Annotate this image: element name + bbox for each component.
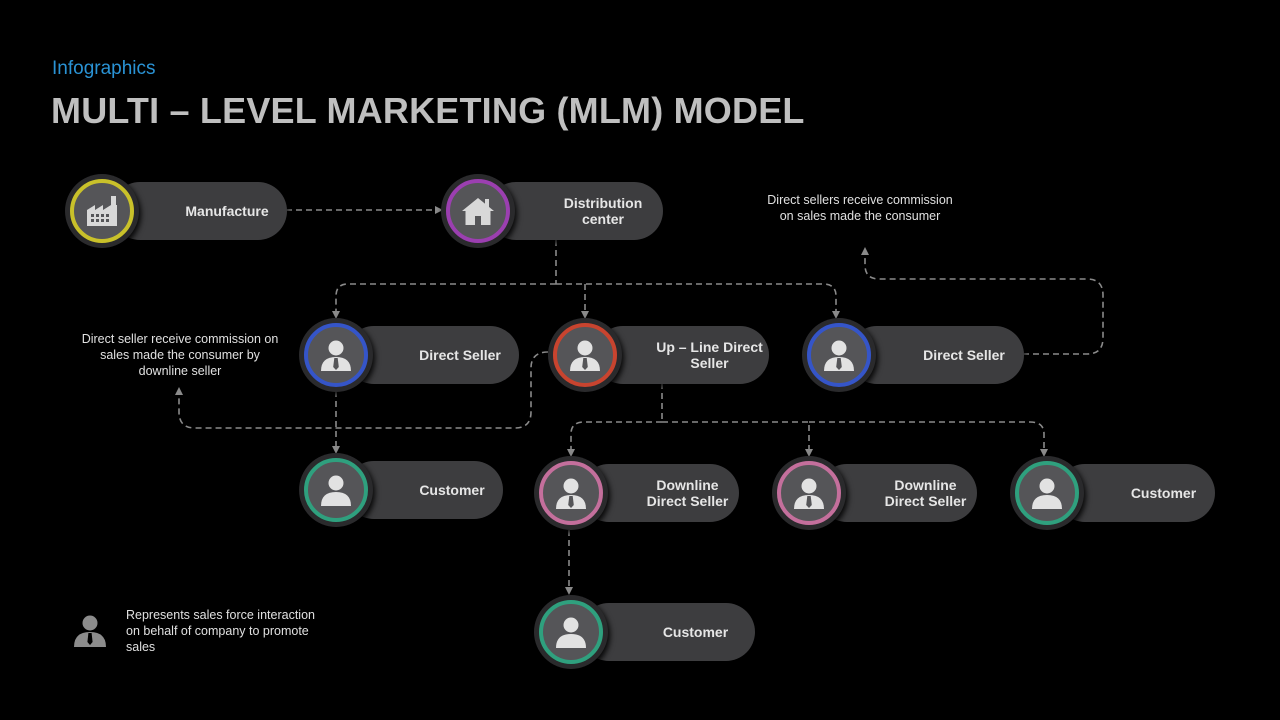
node-distribution-center: Distribution center xyxy=(441,174,663,248)
person-tie-icon xyxy=(321,340,351,371)
node-downline-direct-seller-1: Downline Direct Seller xyxy=(534,456,739,530)
factory-icon xyxy=(87,196,117,226)
node-customer-right: Customer xyxy=(1010,456,1215,530)
node-direct-seller-right: Direct Seller xyxy=(802,318,1024,392)
person-icon xyxy=(556,617,586,648)
node-upline-direct-seller: Up – Line Direct Seller xyxy=(548,318,769,392)
legend-text: Represents sales force interaction on be… xyxy=(126,608,315,654)
person-tie-icon xyxy=(556,478,586,509)
node-manufacture-label: Manufacture xyxy=(185,203,269,219)
slide-title: MULTI – LEVEL MARKETING (MLM) MODEL xyxy=(51,90,805,131)
node-distribution-center-label: Distribution center xyxy=(563,195,643,227)
node-downline-2-label: Downline Direct Seller xyxy=(884,477,967,509)
note-right-commission: Direct sellers receive commission on sal… xyxy=(767,193,953,223)
person-tie-icon xyxy=(570,340,600,371)
node-direct-seller-left: Direct Seller xyxy=(299,318,519,392)
connector-upline-note-left xyxy=(175,351,549,429)
node-customer-bottom: Customer xyxy=(534,595,755,669)
node-manufacture: Manufacture xyxy=(65,174,287,248)
node-direct-seller-right-label: Direct Seller xyxy=(923,347,1005,363)
connector-direct-seller-note-right xyxy=(861,247,1104,355)
connector-upline-downline-1 xyxy=(567,421,662,457)
node-downline-1-label: Downline Direct Seller xyxy=(646,477,729,509)
node-customer-bottom-label: Customer xyxy=(662,624,729,640)
connector-distribution-left xyxy=(332,283,556,319)
node-customer-right-label: Customer xyxy=(1130,485,1197,501)
node-direct-seller-left-label: Direct Seller xyxy=(419,347,501,363)
person-icon xyxy=(321,475,351,506)
slide-subtitle: Infographics xyxy=(52,58,156,79)
house-icon xyxy=(462,198,494,225)
note-left-commission: Direct seller receive commission on sale… xyxy=(81,332,279,378)
person-tie-icon xyxy=(794,478,824,509)
node-upline-direct-seller-label: Up – Line Direct Seller xyxy=(656,339,763,371)
node-customer-left-label: Customer xyxy=(419,482,485,498)
legend-person-icon xyxy=(74,615,106,647)
node-downline-direct-seller-2: Downline Direct Seller xyxy=(772,456,977,530)
person-tie-icon xyxy=(824,340,854,371)
connector-upline-downline-2 xyxy=(662,421,813,457)
connector-upline-customer-right xyxy=(809,421,1048,457)
connector-distribution-right xyxy=(556,283,840,319)
person-icon xyxy=(1032,478,1062,509)
node-customer-left: Customer xyxy=(299,453,503,527)
